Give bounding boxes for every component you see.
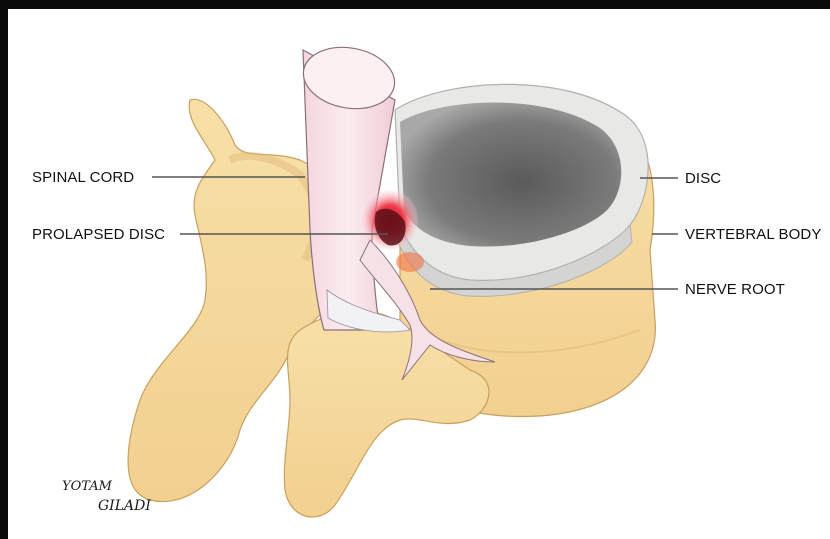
label-prolapsed-disc: PROLAPSED DISC xyxy=(32,226,165,243)
label-nerve-root: NERVE ROOT xyxy=(685,281,785,298)
signature-line-1: YOTAM xyxy=(62,479,113,494)
label-vertebral-body: VERTEBRAL BODY xyxy=(685,226,821,243)
label-disc: DISC xyxy=(685,170,721,187)
label-spinal-cord: SPINAL CORD xyxy=(32,169,134,186)
signature-line-2: GILADI xyxy=(98,498,151,514)
